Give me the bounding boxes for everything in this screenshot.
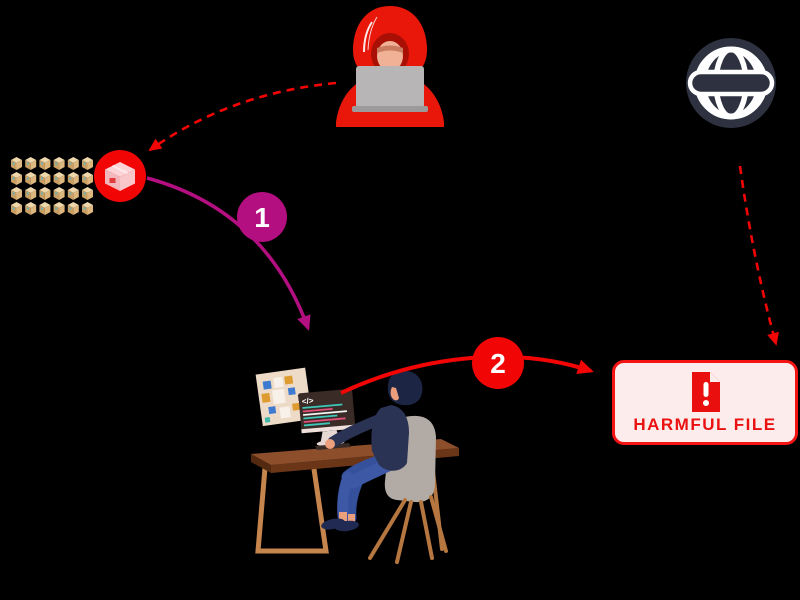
hacker-icon	[336, 6, 444, 127]
code-glyph: </>	[302, 396, 315, 406]
laptop-icon	[356, 66, 424, 108]
arrow-package-to-developer	[146, 176, 311, 331]
globe-icon	[686, 38, 776, 128]
developer-workstation-illustration: </>	[251, 367, 459, 564]
step-1-label: 1	[254, 202, 270, 233]
harmful-file-card: HARMFUL FILE	[612, 360, 798, 445]
developer-person	[321, 371, 423, 532]
desk-legs	[255, 465, 329, 554]
step-2-label: 2	[490, 348, 506, 379]
pinboard-icon	[255, 367, 313, 427]
step-2-badge: 2	[472, 337, 524, 389]
compromised-package-icon	[94, 150, 146, 202]
arrow-internet-to-file	[738, 165, 779, 346]
alert-file-icon	[692, 372, 720, 412]
arrow-hacker-to-package	[148, 81, 337, 152]
harmful-file-label: HARMFUL FILE	[633, 415, 777, 434]
step-1-badge: 1	[237, 192, 287, 242]
